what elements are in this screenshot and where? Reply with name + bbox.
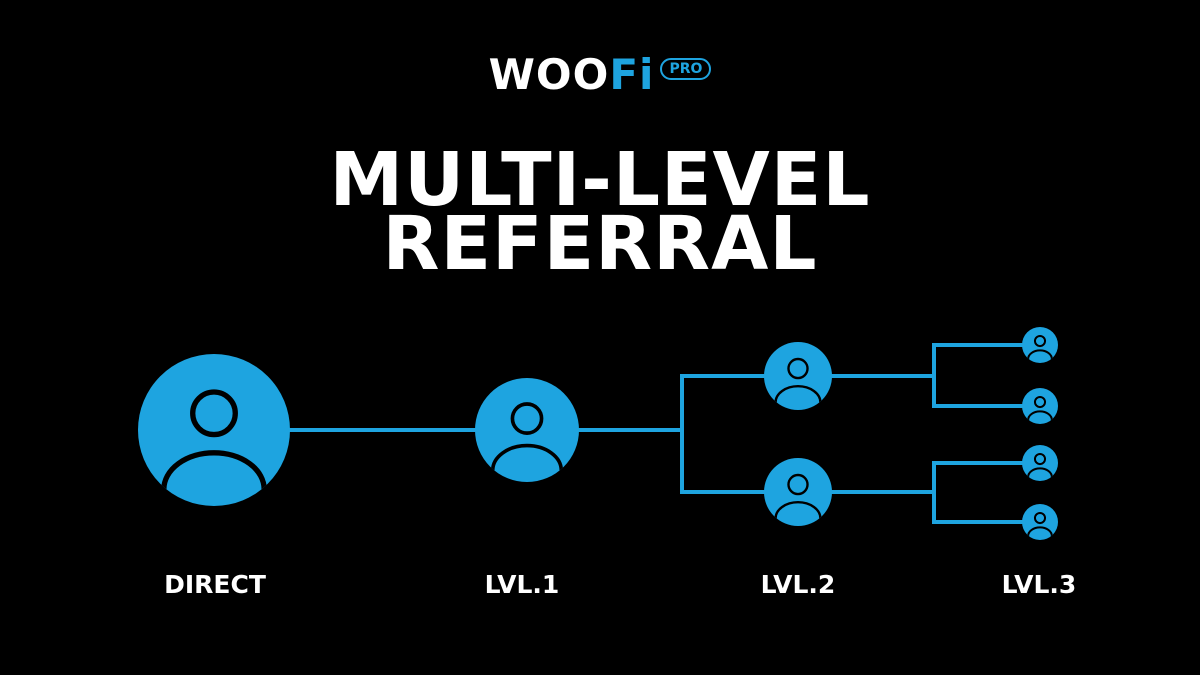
user-head-outline	[1033, 335, 1047, 348]
headline-line-1: MULTI-LEVEL	[329, 137, 871, 223]
label-lvl2: LVL.2	[760, 570, 836, 599]
user-icon	[764, 342, 832, 410]
user-head-outline	[1033, 453, 1047, 466]
user-node-lvl3-b	[1022, 388, 1058, 424]
user-head-outline	[510, 402, 544, 435]
connector-lvl1-to-lvl2	[680, 374, 766, 494]
user-head-outline	[1033, 512, 1047, 525]
label-lvl3: LVL.3	[1001, 570, 1077, 599]
user-node-lvl3-a	[1022, 327, 1058, 363]
user-node-lvl2-a	[764, 342, 832, 410]
logo-word-woo: WOO	[488, 50, 610, 99]
user-icon	[475, 378, 579, 482]
user-node-lvl3-d	[1022, 504, 1058, 540]
user-head-outline	[190, 389, 238, 438]
connector-lvl2b-to-lvl3	[932, 461, 1024, 524]
headline-line-2: REFERRAL	[382, 201, 818, 287]
user-node-lvl3-c	[1022, 445, 1058, 481]
user-icon	[138, 354, 290, 506]
user-head-outline	[787, 473, 809, 496]
user-icon	[764, 458, 832, 526]
user-node-lvl2-b	[764, 458, 832, 526]
user-head-outline	[787, 357, 809, 380]
user-node-lvl1	[475, 378, 579, 482]
logo-word-fi: Fi	[609, 50, 655, 99]
user-head-outline	[1033, 396, 1047, 409]
connector-lvl2a-to-lvl3	[932, 343, 1024, 408]
user-node-direct	[138, 354, 290, 506]
label-direct: DIRECT	[164, 570, 266, 599]
logo-pro-badge: PRO	[660, 57, 712, 80]
label-lvl1: LVL.1	[484, 570, 560, 599]
